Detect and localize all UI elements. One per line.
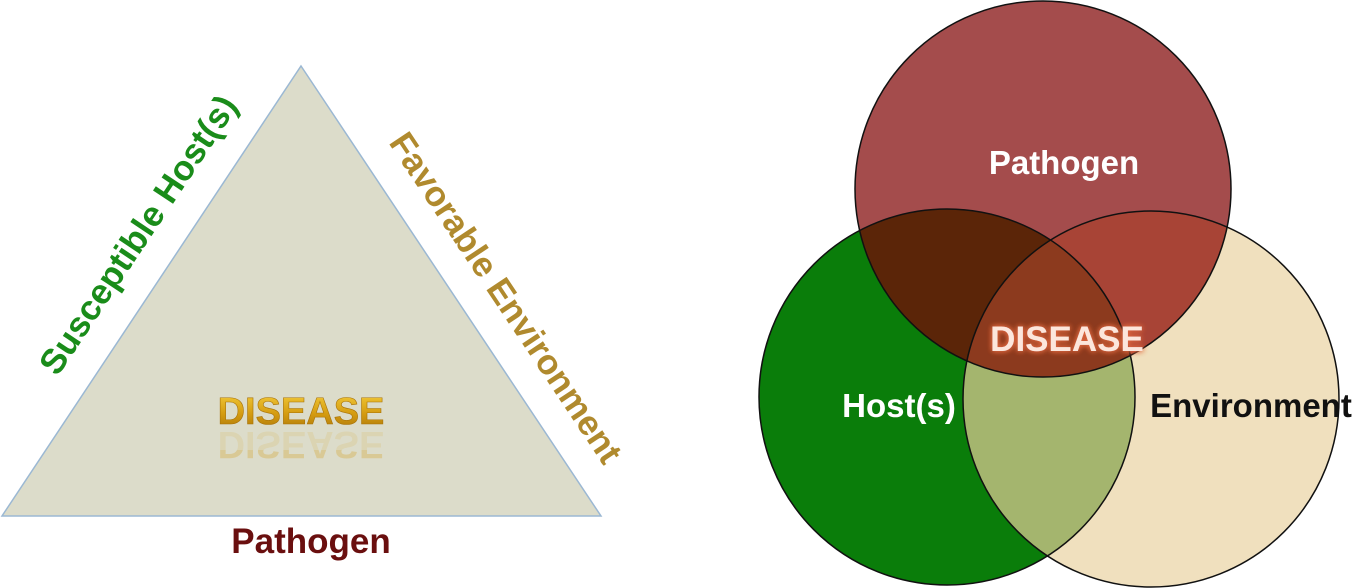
venn-intersection-label: DISEASE (990, 320, 1144, 359)
triangle-center-label-group: DISEASE DISEASE (210, 391, 392, 465)
disease-venn-diagram: Pathogen Host(s) Environment DISEASE (758, 0, 1352, 588)
venn-pathogen-outline (854, 0, 1232, 378)
triangle-shape (0, 64, 603, 517)
venn-environment-label: Environment (1150, 387, 1352, 424)
venn-host-outline (758, 208, 1136, 586)
venn-pathogen-label: Pathogen (989, 144, 1139, 181)
reflection-fade (210, 426, 392, 450)
venn-all-overlap (963, 211, 1135, 377)
venn-host-label: Host(s) (842, 387, 956, 424)
disease-triangle: Susceptible Host(s) Favorable Environmen… (0, 64, 630, 561)
triangle-base-label: Pathogen (231, 522, 390, 561)
venn-environment-outline (962, 210, 1340, 588)
